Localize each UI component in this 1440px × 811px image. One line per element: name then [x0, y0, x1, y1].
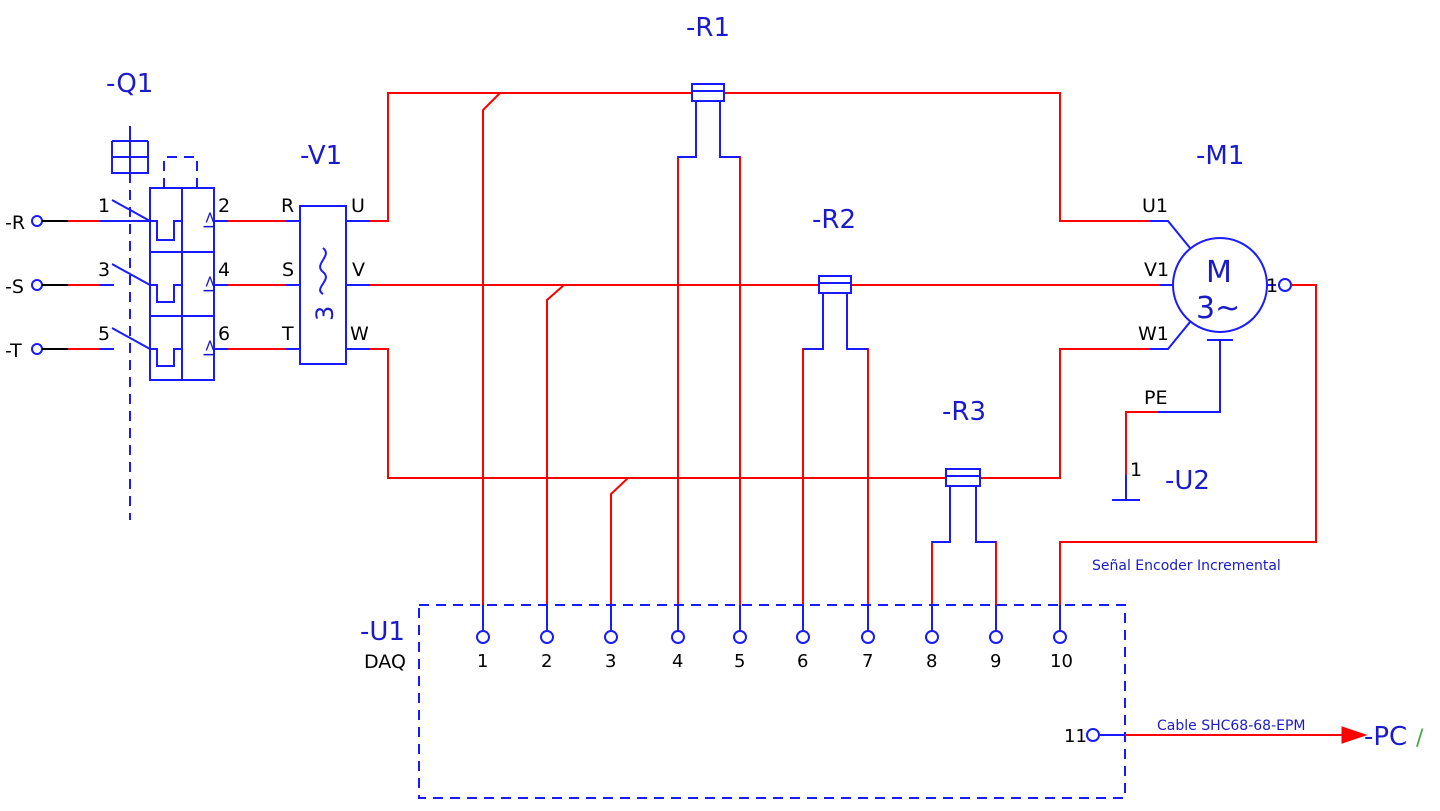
- ground-u2[interactable]: 1 -U2: [1112, 411, 1210, 501]
- cable-note: Cable SHC68-68-EPM: [1157, 718, 1305, 734]
- m1-phase-v1: V1: [1144, 259, 1169, 281]
- supply-terminal-t[interactable]: [31, 343, 43, 355]
- daq-channel-3[interactable]: 3: [604, 605, 618, 672]
- v1-phase-label: 3: [311, 306, 339, 321]
- sensor-r1[interactable]: -R1: [678, 13, 740, 158]
- daq-output-label: 11: [1064, 726, 1087, 747]
- sensor-r3[interactable]: -R3: [932, 397, 996, 543]
- m1-ref-label: -M1: [1196, 141, 1244, 171]
- m1-pe-label: PE: [1144, 387, 1167, 409]
- v1-input-s: S: [282, 259, 294, 281]
- v1-input-t: T: [281, 323, 294, 345]
- pc-slash: /: [1416, 726, 1424, 751]
- daq-taps: [482, 92, 997, 605]
- arrow-right-icon: [1341, 726, 1368, 744]
- daq-channel-label: 7: [862, 651, 873, 672]
- r1-ref-label: -R1: [686, 13, 730, 43]
- u2-pin: 1: [1130, 459, 1142, 481]
- daq-channel-label: 6: [797, 651, 808, 672]
- daq-channel-label: 2: [541, 651, 552, 672]
- motor-m1[interactable]: -M1 M 3~ 1 U1 V1 W1 PE: [1138, 141, 1292, 413]
- q1-pin-4: 4: [218, 259, 230, 281]
- pc-endpoint[interactable]: -PC /: [1364, 722, 1424, 752]
- v1-ref-label: -V1: [300, 141, 342, 171]
- daq-channel-2[interactable]: 2: [540, 605, 554, 672]
- q1-pin-6: 6: [218, 323, 230, 345]
- daq-channel-label: 1: [477, 651, 488, 672]
- r2-ref-label: -R2: [812, 205, 856, 235]
- daq-channel-label: 8: [926, 651, 937, 672]
- daq-channel-label: 5: [734, 651, 745, 672]
- m1-encoder-terminal[interactable]: [1278, 278, 1292, 292]
- supply-terminal-r[interactable]: [31, 215, 43, 227]
- daq-channel-1[interactable]: 1: [476, 605, 490, 672]
- supply-lines: -R -S -T: [5, 212, 100, 362]
- breaker-q1[interactable]: -Q1 I> I> I> 1 3 5 2 4 6: [98, 69, 230, 520]
- daq-channel-9[interactable]: 9: [989, 605, 1003, 672]
- u1-type-label: DAQ: [364, 651, 406, 673]
- q1-pin-5: 5: [98, 323, 110, 345]
- m1-symbol-m: M: [1206, 255, 1232, 290]
- pc-ref-label: -PC: [1364, 722, 1407, 752]
- v1-output-v: V: [352, 259, 365, 281]
- q1-trip-label-2: I>: [200, 275, 219, 293]
- q1-pin-2: 2: [218, 195, 230, 217]
- daq-channel-6[interactable]: 6: [796, 605, 810, 672]
- daq-output-11[interactable]: 11: [1064, 726, 1125, 747]
- supply-terminal-s[interactable]: [31, 279, 43, 291]
- daq-channel-label: 10: [1050, 651, 1073, 672]
- m1-phase-u1: U1: [1142, 195, 1168, 217]
- u2-ref-label: -U2: [1165, 466, 1210, 496]
- m1-encoder-pin: 1: [1266, 275, 1278, 297]
- daq-u1[interactable]: -U1 DAQ 1 2 3 4 5 6 7: [360, 604, 1126, 799]
- encoder-wire: [1059, 284, 1317, 605]
- q1-ref-label: -Q1: [106, 69, 153, 99]
- daq-channel-5[interactable]: 5: [733, 605, 747, 672]
- q1-trip-label-1: I>: [200, 211, 219, 229]
- daq-channel-label: 9: [990, 651, 1001, 672]
- r3-ref-label: -R3: [942, 397, 986, 427]
- supply-label-t: -T: [5, 340, 22, 362]
- sensor-r2[interactable]: -R2: [803, 205, 868, 350]
- power-wiring: [370, 92, 1160, 479]
- daq-channel-label: 4: [672, 651, 683, 672]
- daq-channel-label: 3: [605, 651, 616, 672]
- q1-trip-label-3: I>: [200, 339, 219, 357]
- daq-channel-4[interactable]: 4: [671, 605, 685, 672]
- supply-label-r: -R: [5, 212, 25, 234]
- q1-pin-3: 3: [98, 259, 110, 281]
- daq-channel-8[interactable]: 8: [925, 605, 939, 672]
- inverter-v1[interactable]: -V1 3 R S T U V W: [281, 141, 370, 365]
- v1-input-r: R: [281, 195, 294, 217]
- m1-phase-w1: W1: [1138, 323, 1169, 345]
- daq-channel-10[interactable]: 10: [1050, 605, 1073, 672]
- v1-output-u: U: [351, 195, 365, 217]
- encoder-note: Señal Encoder Incremental: [1092, 558, 1281, 574]
- v1-output-w: W: [350, 323, 369, 345]
- u1-ref-label: -U1: [360, 617, 405, 647]
- m1-symbol-3phase: 3~: [1196, 291, 1240, 326]
- pc-cable: Cable SHC68-68-EPM: [1125, 718, 1368, 744]
- daq-channel-7[interactable]: 7: [861, 605, 875, 672]
- supply-label-s: -S: [5, 276, 24, 298]
- q1-pin-1: 1: [98, 195, 110, 217]
